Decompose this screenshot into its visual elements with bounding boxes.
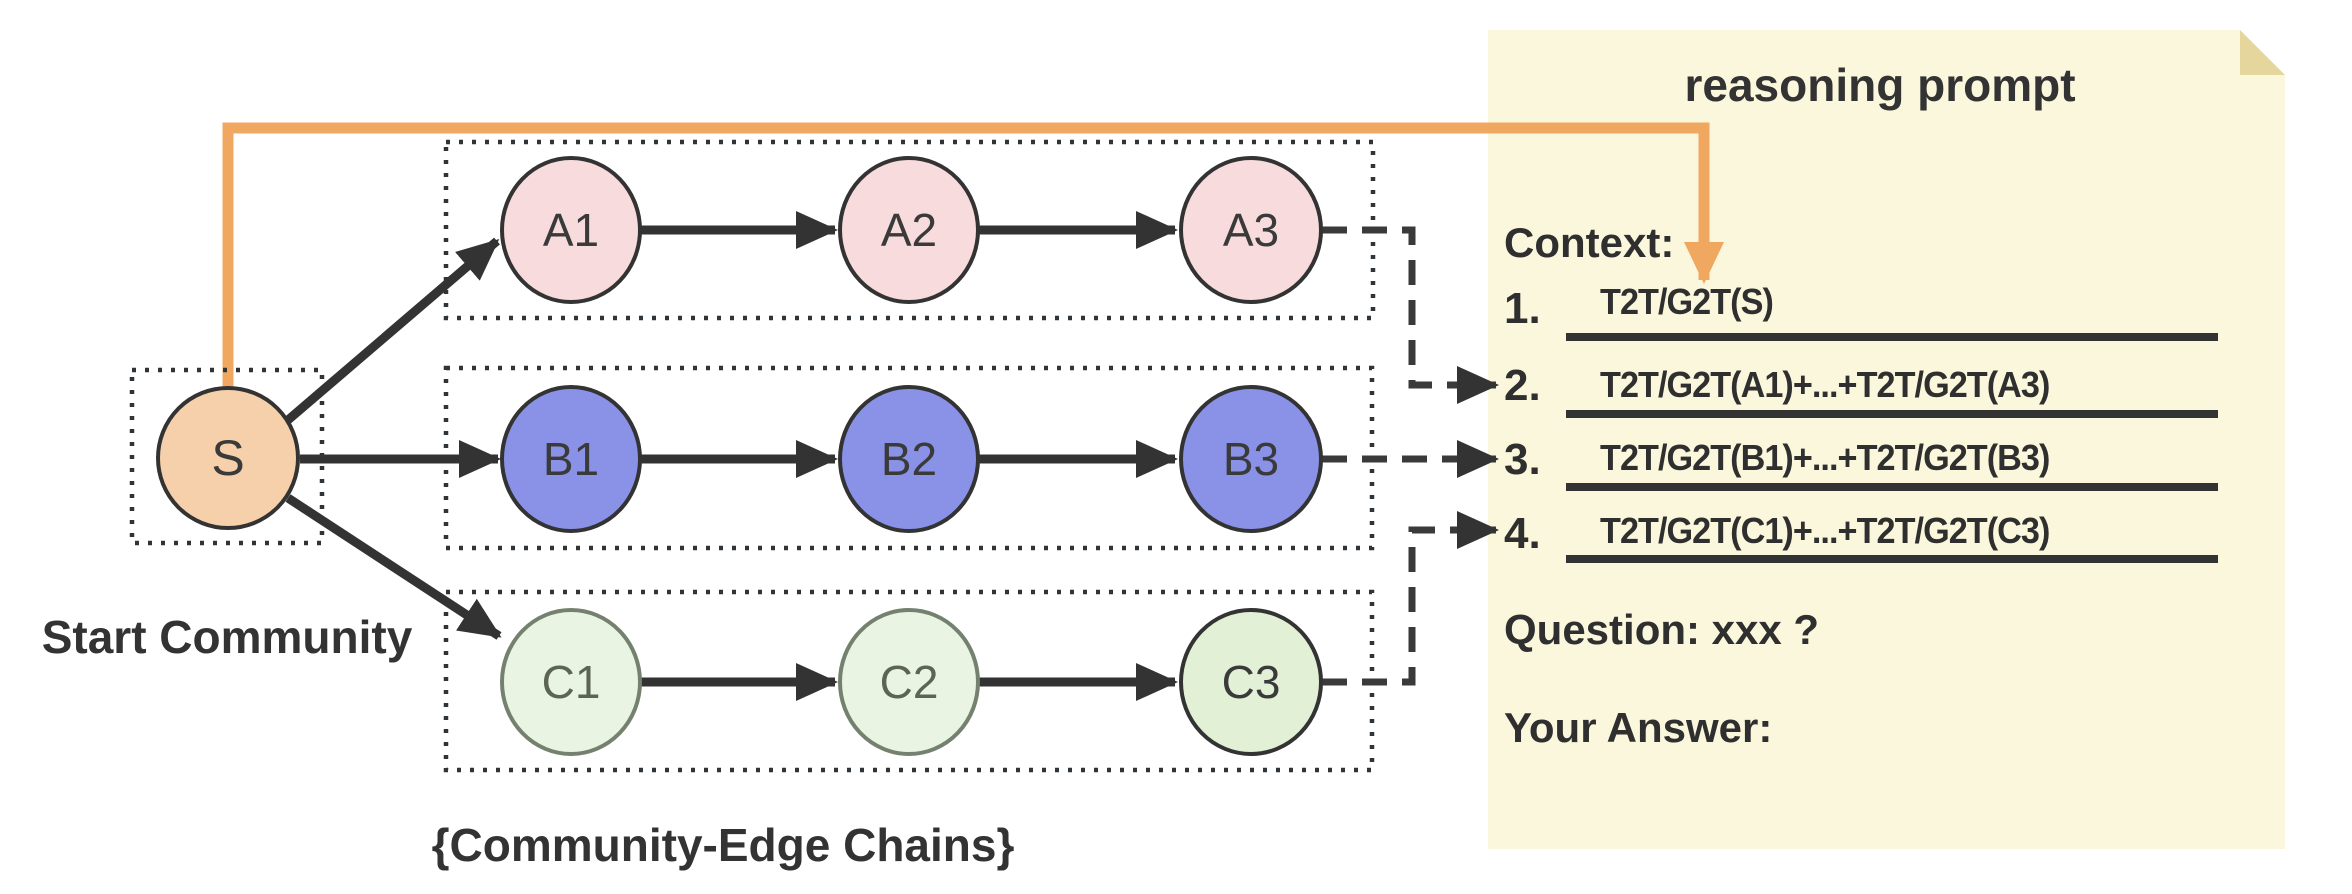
arrow-s-to-a1 bbox=[285, 237, 500, 424]
chain-a-nodes bbox=[500, 156, 1323, 304]
reasoning-prompt-panel bbox=[1488, 30, 2285, 849]
node-c2 bbox=[838, 608, 980, 756]
node-b2 bbox=[838, 385, 980, 533]
node-a1-label: A1 bbox=[542, 204, 600, 256]
node-a2-label: A2 bbox=[880, 204, 938, 256]
node-b3-label: B3 bbox=[1222, 433, 1280, 485]
node-c3 bbox=[1179, 608, 1323, 756]
node-c1 bbox=[500, 608, 642, 756]
item-1-number: 1. bbox=[1504, 284, 1541, 333]
item-2-formula: T2T/G2T(A1)+...+T2T/G2T(A3) bbox=[1600, 364, 2050, 405]
item-4-number: 4. bbox=[1504, 509, 1541, 558]
node-a3 bbox=[1179, 156, 1323, 304]
item-3-number: 3. bbox=[1504, 435, 1541, 484]
node-s bbox=[156, 386, 300, 530]
node-a2 bbox=[838, 156, 980, 304]
node-b1-label: B1 bbox=[542, 433, 600, 485]
question-label: Question: xxx ? bbox=[1504, 606, 1820, 653]
node-b3 bbox=[1179, 385, 1323, 533]
node-s-label: S bbox=[211, 430, 245, 486]
your-answer-label: Your Answer: bbox=[1504, 704, 1773, 751]
panel-title: reasoning prompt bbox=[1684, 59, 2076, 111]
item-2-number: 2. bbox=[1504, 361, 1541, 410]
node-c1-label: C1 bbox=[541, 656, 601, 708]
context-label: Context: bbox=[1504, 219, 1675, 266]
chain-b-nodes bbox=[500, 385, 1323, 533]
chain-c-nodes bbox=[500, 608, 1323, 756]
node-a3-label: A3 bbox=[1222, 204, 1280, 256]
community-edge-chains-caption: {Community-Edge Chains} bbox=[431, 819, 1015, 871]
item-1-formula: T2T/G2T(S) bbox=[1600, 281, 1774, 322]
dashed-connector-a bbox=[1322, 226, 1499, 404]
arrow-s-to-c1 bbox=[285, 494, 502, 640]
node-b1 bbox=[500, 385, 642, 533]
node-b2-label: B2 bbox=[880, 433, 938, 485]
node-c2-label: C2 bbox=[879, 656, 939, 708]
orange-flow-arrow bbox=[222, 122, 1724, 390]
dashed-connector-c bbox=[1322, 511, 1499, 686]
item-4-formula: T2T/G2T(C1)+...+T2T/G2T(C3) bbox=[1600, 510, 2050, 551]
node-a1 bbox=[500, 156, 642, 304]
folded-corner bbox=[2240, 30, 2285, 75]
item-underlines bbox=[1566, 333, 2218, 563]
start-community-label: Start Community bbox=[41, 611, 413, 663]
item-3-formula: T2T/G2T(B1)+...+T2T/G2T(B3) bbox=[1600, 437, 2050, 478]
node-c3-label: C3 bbox=[1221, 656, 1281, 708]
